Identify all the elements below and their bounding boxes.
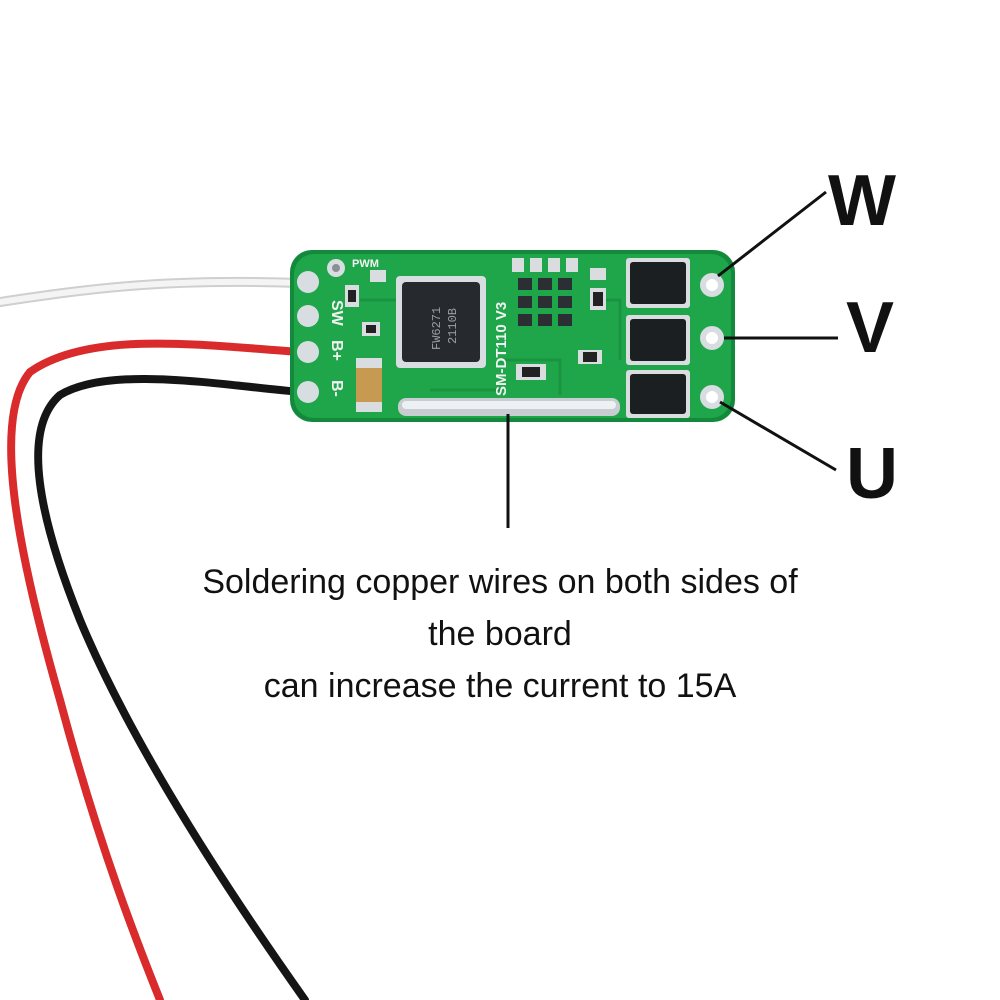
phase-label-u: U: [846, 434, 898, 514]
phase-label-w: W: [828, 161, 896, 241]
passive-components: [512, 258, 606, 380]
pin-label-sw: SW: [328, 300, 345, 327]
pcb: PWM SW B+ B- FW6271 2110B: [290, 250, 735, 422]
wires: [0, 276, 309, 1000]
phase-label-v: V: [846, 288, 895, 368]
mosfets: [626, 258, 690, 418]
chip-marking-line1: FW6271: [430, 307, 444, 350]
chip-marking-line2: 2110B: [446, 308, 460, 344]
caption-line-1: Soldering copper wires on both sides of: [202, 563, 798, 601]
model-marking: SM-DT110 V3: [493, 302, 510, 396]
phase-pads: [700, 273, 724, 409]
wire-pads: [297, 259, 345, 403]
black-wire: [34, 375, 309, 1000]
caption-line-2: the board: [428, 615, 572, 653]
pin-label-bplus: B+: [328, 340, 345, 361]
caption-line-3: can increase the current to 15A: [263, 667, 737, 705]
main-ic: [402, 282, 480, 362]
red-wire: [7, 339, 304, 1000]
callout-lines: [506, 190, 838, 528]
callout-line-w: [717, 190, 827, 278]
caption: Soldering copper wires on both sides of …: [140, 556, 860, 712]
callout-line-u: [719, 400, 837, 472]
pin-label-bminus: B-: [328, 380, 345, 397]
pwm-label: PWM: [352, 258, 379, 270]
capacitor: [356, 358, 382, 412]
